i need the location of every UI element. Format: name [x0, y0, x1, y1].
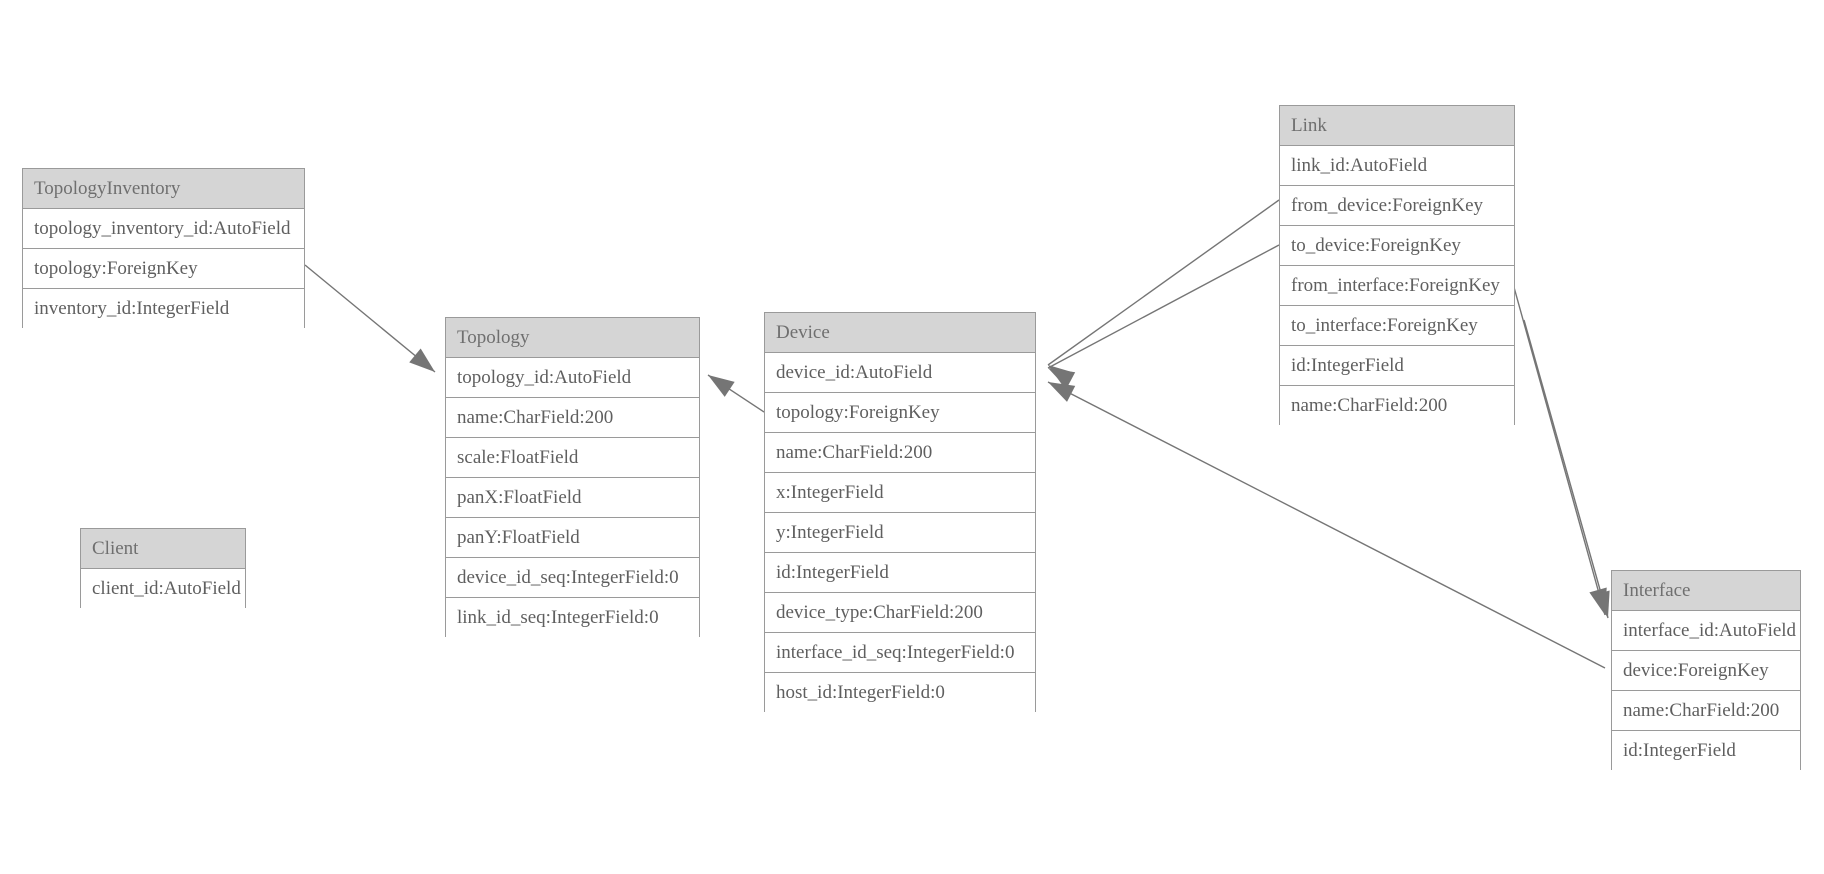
entity-field: id:IntegerField: [1280, 346, 1514, 386]
arrowhead-icon: [409, 348, 435, 372]
entity-field: client_id:AutoField: [81, 569, 245, 609]
edge-link-tointerface-interface: [1523, 319, 1610, 619]
entity-field: device_id_seq:IntegerField:0: [446, 558, 699, 598]
edge-topologyinventory-topology: [304, 264, 436, 373]
entity-field: interface_id_seq:IntegerField:0: [765, 633, 1035, 673]
arrowhead-icon: [1048, 365, 1075, 388]
entity-field: link_id:AutoField: [1280, 146, 1514, 186]
edge-link-frominterface-interface: [1511, 279, 1607, 616]
entity-title-client: Client: [81, 529, 245, 569]
entity-field: from_interface:ForeignKey: [1280, 266, 1514, 306]
entity-field: x:IntegerField: [765, 473, 1035, 513]
entity-field: device_type:CharField:200: [765, 593, 1035, 633]
entity-field: name:CharField:200: [1280, 386, 1514, 426]
entity-field: y:IntegerField: [765, 513, 1035, 553]
entity-field: to_device:ForeignKey: [1280, 226, 1514, 266]
entity-field: name:CharField:200: [1612, 691, 1800, 731]
entity-title-interface: Interface: [1612, 571, 1800, 611]
entity-title-topology-inventory: TopologyInventory: [23, 169, 304, 209]
entity-title-device: Device: [765, 313, 1035, 353]
entity-field: inventory_id:IntegerField: [23, 289, 304, 329]
edge-link-todevice-device: [1047, 244, 1280, 389]
arrowhead-icon: [1592, 590, 1610, 618]
edge-link-fromdevice-device: [1047, 199, 1280, 388]
entity-field: host_id:IntegerField:0: [765, 673, 1035, 713]
entity-field: topology:ForeignKey: [765, 393, 1035, 433]
arrowhead-icon: [1048, 382, 1076, 402]
entity-field: id:IntegerField: [765, 553, 1035, 593]
entity-title-topology: Topology: [446, 318, 699, 358]
edge-device-topology: [707, 374, 765, 413]
entity-field: device_id:AutoField: [765, 353, 1035, 393]
entity-field: name:CharField:200: [765, 433, 1035, 473]
entity-title-link: Link: [1280, 106, 1514, 146]
entity-field: device:ForeignKey: [1612, 651, 1800, 691]
entity-field: scale:FloatField: [446, 438, 699, 478]
entity-field: panX:FloatField: [446, 478, 699, 518]
entity-field: to_interface:ForeignKey: [1280, 306, 1514, 346]
entity-field: panY:FloatField: [446, 518, 699, 558]
arrowhead-icon: [1048, 368, 1076, 389]
arrowhead-icon: [708, 375, 735, 397]
entity-field: interface_id:AutoField: [1612, 611, 1800, 651]
entity-field: from_device:ForeignKey: [1280, 186, 1514, 226]
entity-field: link_id_seq:IntegerField:0: [446, 598, 699, 638]
entity-field: topology:ForeignKey: [23, 249, 304, 289]
arrowhead-icon: [1589, 587, 1607, 615]
entity-field: name:CharField:200: [446, 398, 699, 438]
entity-field: id:IntegerField: [1612, 731, 1800, 771]
entity-field: topology_id:AutoField: [446, 358, 699, 398]
entity-field: topology_inventory_id:AutoField: [23, 209, 304, 249]
